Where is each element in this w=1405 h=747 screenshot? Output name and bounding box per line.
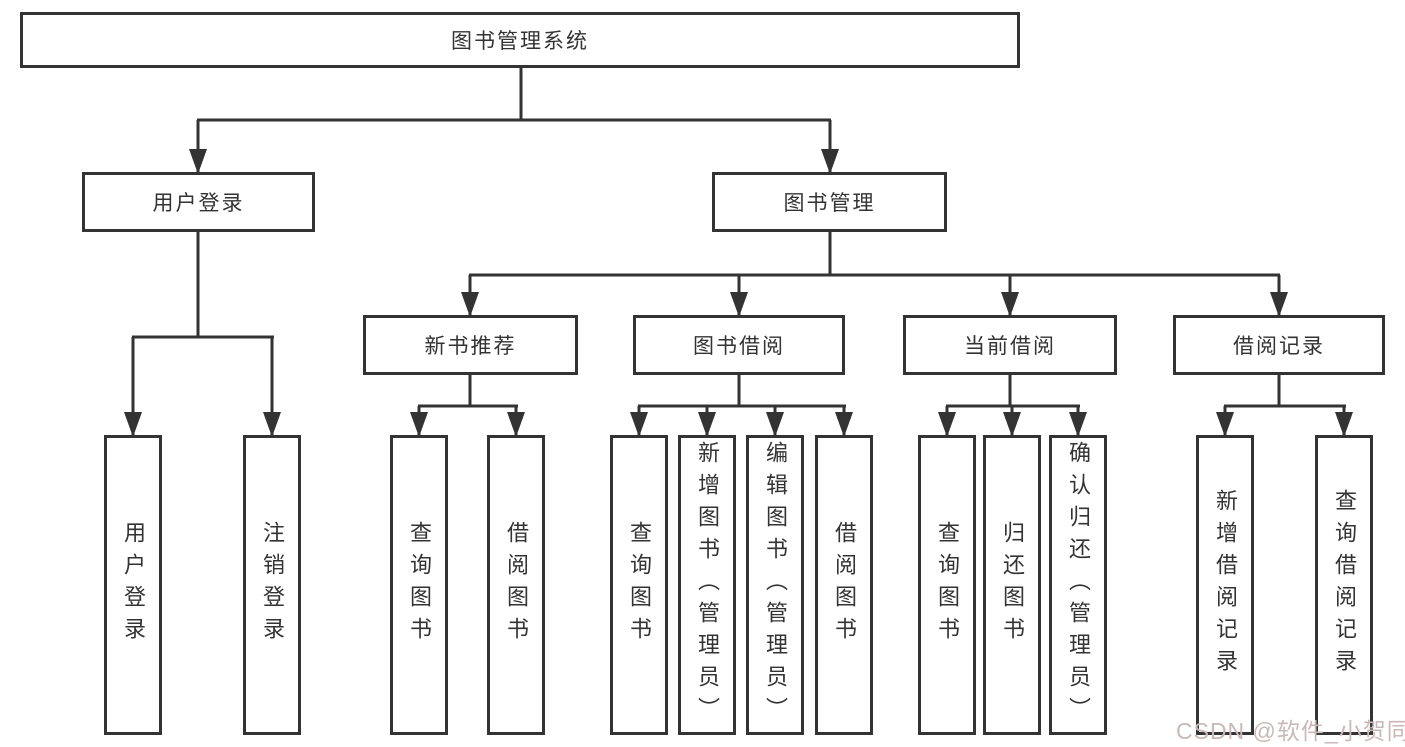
node-user-login: 用户登录 bbox=[82, 172, 315, 232]
node-borrowing-records: 借阅记录 bbox=[1173, 315, 1385, 375]
leaf-query-borrow-record: 查询借阅记录 bbox=[1315, 435, 1373, 735]
leaf-query-books-recommend: 查询图书 bbox=[390, 435, 448, 735]
node-book-borrowing-label: 图书借阅 bbox=[693, 335, 785, 358]
connector-book-management-to-level3 bbox=[461, 232, 1288, 317]
leaf-add-book-admin-label: 新增图书（管理员） bbox=[695, 441, 720, 729]
leaf-return-book: 归还图书 bbox=[983, 435, 1041, 735]
connector-book-borrowing-to-leaves bbox=[630, 375, 853, 437]
node-root-label: 图书管理系统 bbox=[451, 30, 589, 53]
leaf-query-borrow-record-label: 查询借阅记录 bbox=[1332, 489, 1357, 681]
leaf-borrow-books-recommend-label: 借阅图书 bbox=[504, 521, 529, 649]
leaf-borrow-books-recommend: 借阅图书 bbox=[487, 435, 545, 735]
leaf-query-books-borrowing-label: 查询图书 bbox=[627, 521, 652, 649]
node-current-borrowing: 当前借阅 bbox=[903, 315, 1117, 375]
node-new-book-recommend-label: 新书推荐 bbox=[424, 335, 517, 358]
node-book-borrowing: 图书借阅 bbox=[633, 315, 845, 375]
leaf-edit-book-admin: 编辑图书（管理员） bbox=[746, 435, 804, 735]
leaf-logout-label: 注销登录 bbox=[260, 521, 285, 649]
leaf-add-book-admin: 新增图书（管理员） bbox=[678, 435, 736, 735]
leaf-confirm-return-admin-label: 确认归还（管理员） bbox=[1066, 441, 1091, 729]
leaf-query-books-recommend-label: 查询图书 bbox=[407, 521, 432, 649]
leaf-user-login-label: 用户登录 bbox=[121, 521, 146, 649]
leaf-edit-book-admin-label: 编辑图书（管理员） bbox=[763, 441, 788, 729]
leaf-query-books-current: 查询图书 bbox=[918, 435, 976, 735]
connector-user-login-to-leaves bbox=[124, 232, 281, 437]
leaf-borrow-books-borrowing-label: 借阅图书 bbox=[832, 521, 857, 649]
node-new-book-recommend: 新书推荐 bbox=[363, 315, 578, 375]
leaf-user-login: 用户登录 bbox=[104, 435, 162, 735]
leaf-logout: 注销登录 bbox=[243, 435, 301, 735]
node-root: 图书管理系统 bbox=[20, 12, 1020, 68]
node-book-management-label: 图书管理 bbox=[783, 192, 876, 215]
connector-borrowing-records-to-leaves bbox=[1216, 375, 1353, 437]
connector-root-to-level2 bbox=[189, 68, 839, 174]
leaf-query-books-current-label: 查询图书 bbox=[935, 521, 960, 649]
node-borrowing-records-label: 借阅记录 bbox=[1233, 335, 1325, 358]
node-user-login-label: 用户登录 bbox=[152, 192, 245, 215]
connector-new-book-recommend-to-leaves bbox=[410, 375, 525, 437]
connector-current-borrowing-to-leaves bbox=[938, 375, 1087, 437]
leaf-query-books-borrowing: 查询图书 bbox=[610, 435, 668, 735]
leaf-return-book-label: 归还图书 bbox=[1000, 521, 1025, 649]
leaf-add-borrow-record: 新增借阅记录 bbox=[1196, 435, 1254, 735]
leaf-borrow-books-borrowing: 借阅图书 bbox=[815, 435, 873, 735]
csdn-watermark: CSDN @软件_小贺同学 bbox=[1176, 718, 1405, 744]
leaf-add-borrow-record-label: 新增借阅记录 bbox=[1213, 489, 1238, 681]
node-current-borrowing-label: 当前借阅 bbox=[964, 335, 1056, 358]
leaf-confirm-return-admin: 确认归还（管理员） bbox=[1049, 435, 1107, 735]
node-book-management: 图书管理 bbox=[712, 172, 947, 232]
